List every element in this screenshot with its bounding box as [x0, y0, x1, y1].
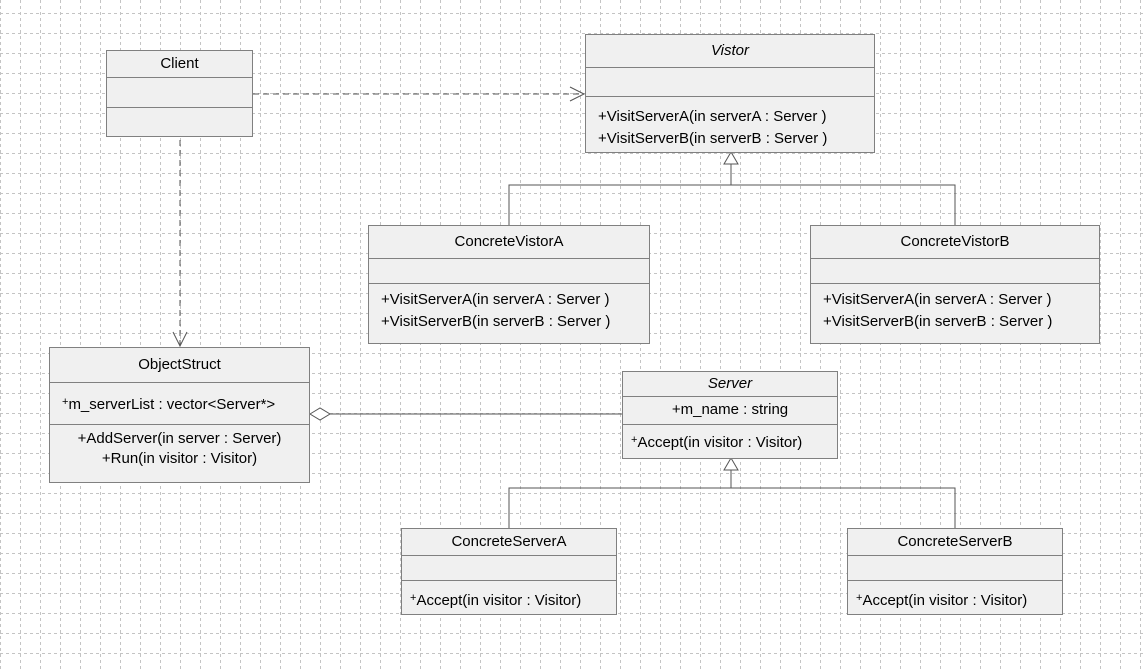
class-name: ObjectStruct	[138, 356, 221, 373]
visibility-public: +	[631, 434, 638, 446]
attributes-section	[586, 67, 874, 96]
class-client[interactable]: Client	[106, 50, 253, 137]
operations-section: +Accept(in visitor : Visitor)	[402, 580, 616, 612]
visibility-public: +	[823, 291, 832, 308]
attribute: m_name : string	[680, 401, 789, 418]
operations-section: +Accept(in visitor : Visitor)	[848, 580, 1062, 612]
visibility-public: +	[598, 130, 607, 147]
class-name: ConcreteServerB	[897, 533, 1013, 550]
attributes-section	[369, 258, 649, 283]
class-name: Server	[707, 375, 753, 392]
attributes-section	[402, 555, 616, 580]
operations-section: +VisitServerA(in serverA : Server ) +Vis…	[811, 283, 1099, 333]
operation: VisitServerB(in serverB : Server )	[606, 130, 828, 147]
class-concrete-vistor-b[interactable]: ConcreteVistorB +VisitServerA(in serverA…	[810, 225, 1100, 344]
attributes-section: +m_name : string	[623, 396, 837, 424]
attributes-section	[107, 77, 252, 107]
operations-section: +VisitServerA(in serverA : Server ) +Vis…	[369, 283, 649, 333]
operation: Accept(in visitor : Visitor)	[862, 592, 1028, 609]
operations-section: +Accept(in visitor : Visitor)	[623, 424, 837, 454]
visibility-public: +	[62, 396, 69, 408]
operation: VisitServerA(in serverA : Server )	[831, 291, 1052, 308]
class-name: ConcreteServerA	[451, 533, 567, 550]
class-concrete-server-b[interactable]: ConcreteServerB +Accept(in visitor : Vis…	[847, 528, 1063, 615]
operation: AddServer(in server : Server)	[86, 430, 282, 447]
class-vistor[interactable]: Vistor +VisitServerA(in serverA : Server…	[585, 34, 875, 153]
visibility-public: +	[101, 450, 111, 467]
visibility-public: +	[381, 291, 390, 308]
visibility-public: +	[381, 313, 390, 330]
operations-section: +VisitServerA(in serverA : Server ) +Vis…	[586, 96, 874, 150]
operation: Accept(in visitor : Visitor)	[637, 434, 803, 451]
operation: Run(in visitor : Visitor)	[110, 450, 258, 467]
operation: VisitServerA(in serverA : Server )	[606, 108, 827, 125]
class-server[interactable]: Server +m_name : string +Accept(in visit…	[622, 371, 838, 459]
class-name: Vistor	[710, 42, 750, 59]
class-concrete-server-a[interactable]: ConcreteServerA +Accept(in visitor : Vis…	[401, 528, 617, 615]
visibility-public: +	[77, 430, 87, 447]
visibility-public: +	[671, 401, 681, 418]
visibility-public: +	[410, 592, 417, 604]
class-name: ConcreteVistorB	[900, 233, 1010, 250]
operation: VisitServerB(in serverB : Server )	[389, 313, 611, 330]
operations-section	[107, 107, 252, 136]
attributes-section	[848, 555, 1062, 580]
operation: VisitServerB(in serverB : Server )	[831, 313, 1053, 330]
class-object-struct[interactable]: ObjectStruct +m_serverList : vector<Serv…	[49, 347, 310, 483]
class-name: ConcreteVistorA	[454, 233, 564, 250]
visibility-public: +	[856, 592, 863, 604]
attributes-section: +m_serverList : vector<Server*>	[50, 382, 309, 424]
attributes-section	[811, 258, 1099, 283]
class-name: Client	[160, 55, 199, 72]
visibility-public: +	[598, 108, 607, 125]
visibility-public: +	[823, 313, 832, 330]
operation: VisitServerA(in serverA : Server )	[389, 291, 610, 308]
class-concrete-vistor-a[interactable]: ConcreteVistorA +VisitServerA(in serverA…	[368, 225, 650, 344]
operations-section: +AddServer(in server : Server) +Run(in v…	[50, 424, 309, 469]
attribute: m_serverList : vector<Server*>	[68, 396, 276, 413]
operation: Accept(in visitor : Visitor)	[416, 592, 582, 609]
